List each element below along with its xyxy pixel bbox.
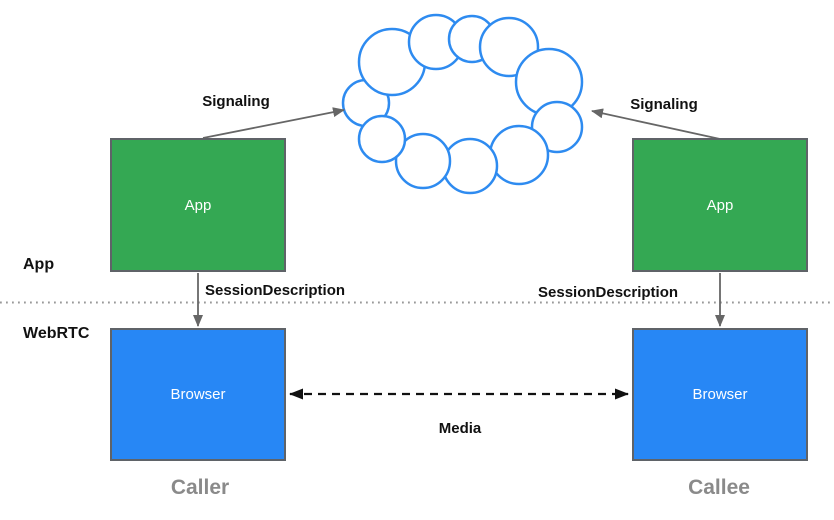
browser-box-caller-label: Browser [170, 386, 226, 403]
signaling-arrow-left [202, 107, 345, 139]
app-box-callee: App [632, 138, 808, 272]
cloud-shape [341, 13, 584, 195]
signaling-label-right: Signaling [630, 96, 698, 113]
browser-box-callee: Browser [632, 328, 808, 461]
callee-label: Callee [688, 476, 750, 499]
media-label: Media [438, 420, 482, 437]
session-description-label-right: SessionDescription [538, 284, 679, 301]
browser-box-caller: Browser [110, 328, 286, 461]
layer-label-app: App [23, 256, 55, 273]
layer-label-webrtc: WebRTC [23, 325, 90, 342]
browser-box-callee-label: Browser [692, 386, 748, 403]
app-box-callee-label: App [706, 196, 734, 214]
session-description-label-left: SessionDescription [205, 282, 346, 299]
signaling-label-left: Signaling [202, 93, 270, 110]
app-box-caller: App [110, 138, 286, 272]
app-box-caller-label: App [184, 196, 212, 214]
caller-label: Caller [170, 476, 230, 499]
signaling-arrow-right [591, 108, 721, 140]
